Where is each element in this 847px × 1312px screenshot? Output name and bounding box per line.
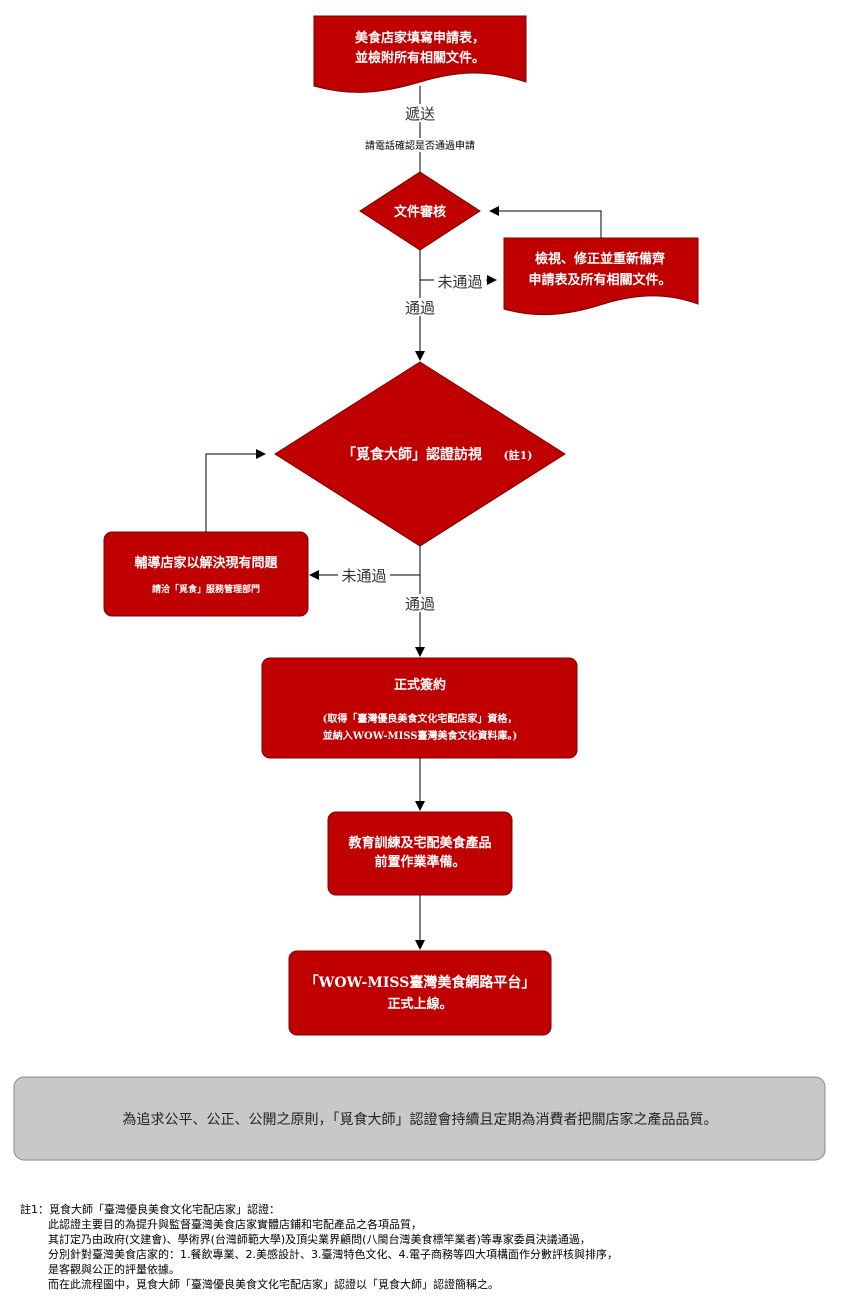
edge-send-label: 遞送 bbox=[405, 105, 435, 123]
edge-send-label-bg bbox=[402, 104, 438, 122]
node-training-line2: 前置作業準備。 bbox=[374, 854, 465, 870]
node-visit-note: (註1) bbox=[503, 448, 532, 462]
node-apply-line1: 美食店家填寫申請表， bbox=[355, 30, 485, 46]
edge-confirm-label-bg bbox=[350, 138, 490, 152]
footnote-line-4: 分別針對臺灣美食店家的：1.餐飲專業、2.美感設計、3.臺灣特色文化、4.電子商… bbox=[48, 1248, 618, 1261]
footnote-line-5: 是客觀與公正的評量依據。 bbox=[48, 1263, 180, 1276]
footnote-line-2: 此認證主要目的為提升與監督臺灣美食店家實體店鋪和宅配產品之各項品質， bbox=[48, 1218, 422, 1231]
node-training-shape bbox=[327, 811, 513, 896]
footnote: 註1：覓食大師「臺灣優良美食文化宅配店家」認證： 此認證主要目的為提升與監督臺灣… bbox=[20, 1202, 830, 1292]
node-training: 教育訓練及宅配美食產品 前置作業準備。 bbox=[327, 811, 513, 896]
node-sign-line2: 並納入WOW-MISS臺灣美食文化資料庫。) bbox=[323, 729, 517, 742]
node-review-label: 文件審核 bbox=[394, 204, 446, 220]
node-visit-label: 「覓食大師」認證訪視 bbox=[342, 446, 482, 463]
edge-pass-visit-label-bg bbox=[402, 594, 438, 612]
edge-pass-visit-label: 通過 bbox=[405, 595, 435, 613]
node-coach-shape bbox=[103, 531, 309, 617]
node-coach: 輔導店家以解決現有問題 請洽「覓食」服務管理部門 bbox=[103, 531, 309, 617]
node-revise-line2: 申請表及所有相關文件。 bbox=[528, 272, 671, 288]
footnote-line-6: 而在此流程圖中，覓食大師「臺灣優良美食文化宅配店家」認證以「覓食大師」認證簡稱之… bbox=[48, 1278, 499, 1291]
node-sign-title: 正式簽約 bbox=[394, 677, 446, 693]
node-visit: 「覓食大師」認證訪視 (註1) bbox=[274, 361, 566, 547]
node-revise-line1: 檢視、修正並重新備齊 bbox=[535, 251, 666, 267]
edge-pass-review-label-bg bbox=[402, 298, 438, 316]
node-coach-line1: 輔導店家以解決現有問題 bbox=[134, 555, 278, 571]
node-apply: 美食店家填寫申請表， 並檢附所有相關文件。 bbox=[313, 15, 527, 93]
node-launch-shape bbox=[288, 950, 552, 1036]
flowchart: 美食店家填寫申請表， 並檢附所有相關文件。 遞送 請電話確認是否通過申請 文件審… bbox=[13, 15, 826, 1161]
edge-revise-review bbox=[489, 206, 602, 238]
node-sign-shape bbox=[261, 657, 578, 759]
edge-fail-review-label: 未通過 bbox=[437, 273, 482, 291]
principle-note: 為追求公平、公正、公開之原則，「覓食大師」認證會持續且定期為消費者把關店家之產品… bbox=[13, 1076, 826, 1161]
node-review: 文件審核 bbox=[359, 171, 481, 251]
node-revise: 檢視、修正並重新備齊 申請表及所有相關文件。 bbox=[503, 237, 699, 316]
footnote-line-3: 其訂定乃由政府(文建會)、學術界(台灣師範大學)及頂尖業界顧問(八閩台灣美食標竿… bbox=[48, 1233, 591, 1246]
node-coach-line2: 請洽「覓食」服務管理部門 bbox=[152, 583, 260, 595]
edge-fail-visit-label-bg bbox=[338, 566, 390, 584]
node-training-line1: 教育訓練及宅配美食產品 bbox=[347, 835, 491, 851]
node-sign-line1: (取得「臺灣優良美食文化宅配店家」資格， bbox=[323, 712, 518, 725]
node-apply-line2: 並檢附所有相關文件。 bbox=[355, 50, 485, 66]
node-launch: 「WOW-MISS臺灣美食網路平台」 正式上線。 bbox=[288, 950, 552, 1036]
edge-confirm-label: 請電話確認是否通過申請 bbox=[365, 139, 475, 152]
node-apply-shape bbox=[313, 15, 527, 93]
principle-note-box bbox=[13, 1076, 826, 1161]
edge-pass-review-label: 通過 bbox=[405, 299, 435, 317]
node-launch-line1: 「WOW-MISS臺灣美食網路平台」 bbox=[305, 974, 536, 991]
edge-fail-review-label-bg bbox=[434, 272, 486, 290]
node-sign: 正式簽約 (取得「臺灣優良美食文化宅配店家」資格， 並納入WOW-MISS臺灣美… bbox=[261, 657, 578, 759]
footnote-line-1: 註1：覓食大師「臺灣優良美食文化宅配店家」認證： bbox=[20, 1203, 280, 1216]
edge-fail-visit-label: 未通過 bbox=[341, 567, 386, 585]
edge-coach-visit bbox=[205, 449, 266, 532]
principle-note-text: 為追求公平、公正、公開之原則，「覓食大師」認證會持續且定期為消費者把關店家之產品… bbox=[123, 1111, 718, 1128]
node-launch-line2: 正式上線。 bbox=[387, 996, 452, 1012]
node-revise-shape bbox=[503, 237, 699, 316]
